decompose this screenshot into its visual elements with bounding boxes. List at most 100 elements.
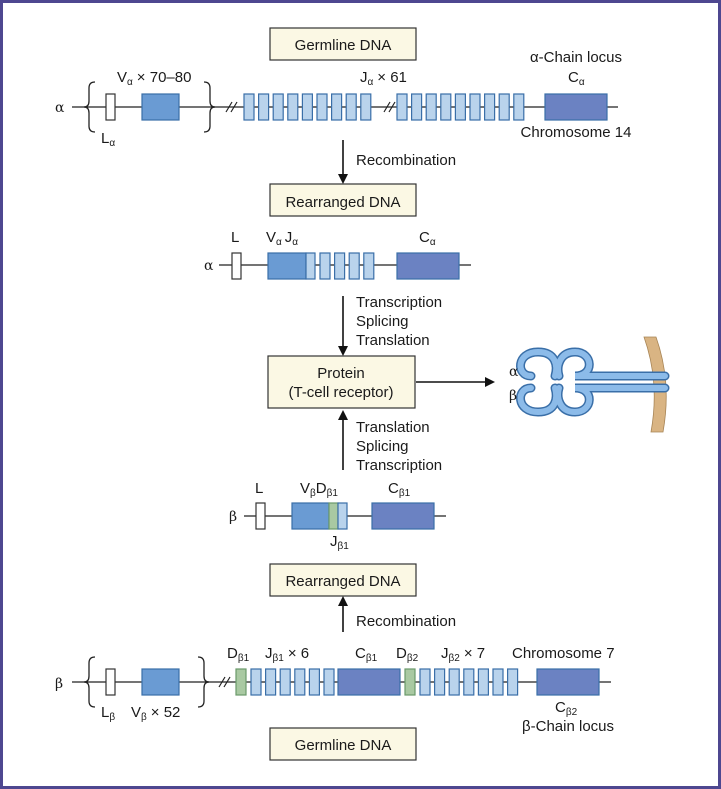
beta-rearranged-l-label: L	[255, 480, 263, 497]
alpha-locus-label: α-Chain locus	[530, 49, 622, 66]
beta-expression-step-1: Translation	[356, 419, 430, 436]
beta-j1-segment	[323, 668, 335, 696]
beta-j2-segment	[448, 668, 460, 696]
beta-rearranged-c-label: Cβ1	[388, 480, 411, 499]
beta-d2-label: Dβ2	[396, 645, 419, 664]
alpha-rearranged-chain-symbol: α	[204, 258, 214, 274]
beta-j2-segment	[492, 668, 504, 696]
alpha-j-group-1	[243, 93, 372, 121]
alpha-j-segment	[272, 93, 284, 121]
alpha-j-segment	[513, 93, 525, 121]
alpha-l-label: Lα	[101, 130, 115, 149]
alpha-rearranged-j-joined	[305, 252, 316, 280]
beta-recombination-label: Recombination	[356, 613, 456, 630]
receptor-beta-label: β	[509, 388, 517, 404]
protein-label-line-2: (T-cell receptor)	[288, 384, 393, 401]
alpha-j-segment	[454, 93, 466, 121]
alpha-right-brace	[203, 81, 216, 133]
beta-rearranged-vd-label: VβDβ1	[300, 480, 338, 499]
alpha-j-segment	[498, 93, 510, 121]
alpha-rearranged-c-label: Cα	[419, 229, 436, 248]
alpha-j-segment	[287, 93, 299, 121]
beta-rearranged-section: β L VβDβ1 Jβ1 Cβ1 Rearranged DNA	[229, 480, 446, 597]
beta-c2-label: Cβ2	[555, 699, 578, 718]
beta-germline-label-box	[269, 727, 417, 761]
alpha-expression-step-3: Translation	[356, 332, 430, 349]
alpha-j-group-2	[396, 93, 525, 121]
beta-chain-symbol: β	[55, 676, 63, 692]
beta-rearranged-j-segment	[337, 502, 348, 530]
alpha-rearranged-l-label: L	[231, 229, 239, 246]
alpha-rearranged-j-group	[319, 252, 375, 280]
beta-v-segment	[141, 668, 180, 696]
alpha-j-segment	[360, 93, 372, 121]
alpha-rearranged-label: Rearranged DNA	[285, 194, 400, 211]
beta-chromosome-label: Chromosome 7	[512, 645, 615, 662]
beta-rearranged-label-box	[269, 563, 417, 597]
alpha-j-segment	[425, 93, 437, 121]
alpha-j-segment	[440, 93, 452, 121]
beta-j2-group	[419, 668, 519, 696]
beta-l-label: Lβ	[101, 704, 115, 723]
alpha-j-segment	[345, 93, 357, 121]
beta-j1-segment	[279, 668, 291, 696]
beta-d2-segment	[404, 668, 416, 696]
alpha-j-segment	[258, 93, 270, 121]
beta-leader-segment	[105, 668, 116, 696]
protein-box	[267, 355, 416, 409]
beta-rearranged-v-segment	[291, 502, 330, 530]
alpha-rearranged-leader	[231, 252, 242, 280]
beta-left-brace	[83, 656, 96, 708]
alpha-break-2	[383, 101, 396, 113]
beta-j2-segment	[419, 668, 431, 696]
beta-break	[218, 676, 231, 688]
alpha-j-segment	[243, 93, 255, 121]
alpha-v-label: Vα× 70–80	[117, 69, 191, 88]
beta-right-brace	[197, 656, 210, 708]
alpha-c-label: Cα	[568, 69, 585, 88]
t-cell-receptor-icon	[516, 347, 670, 417]
alpha-j-label: Jα× 61	[360, 69, 407, 88]
alpha-j-segment	[469, 93, 481, 121]
alpha-chromosome-label: Chromosome 14	[521, 124, 632, 141]
beta-j2-segment	[477, 668, 489, 696]
alpha-rearranged-j-segment	[348, 252, 360, 280]
alpha-rearranged-j-segment	[334, 252, 346, 280]
beta-j2-segment	[463, 668, 475, 696]
beta-germline-section: β Lβ Vβ× 52 Dβ1 Jβ1× 6 Cβ1 Dβ2 Jβ2× 7 Ch…	[55, 645, 615, 761]
protein-section: Protein (T-cell receptor) α β	[267, 336, 670, 433]
alpha-j-segment	[484, 93, 496, 121]
alpha-j-segment	[331, 93, 343, 121]
alpha-j-segment	[301, 93, 313, 121]
beta-j2-segment	[507, 668, 519, 696]
alpha-left-brace	[83, 81, 96, 133]
beta-expression-step-3: Transcription	[356, 457, 442, 474]
beta-j1-group	[250, 668, 335, 696]
beta-rearranged-leader	[255, 502, 266, 530]
beta-j1-segment	[265, 668, 277, 696]
beta-germline-label: Germline DNA	[295, 737, 392, 754]
alpha-rearranged-label-box	[269, 183, 417, 217]
beta-d1-segment	[235, 668, 247, 696]
beta-rearranged-c-segment	[371, 502, 435, 530]
beta-d1-label: Dβ1	[227, 645, 250, 664]
protein-label-line-1: Protein	[317, 365, 365, 382]
beta-j1-segment	[308, 668, 320, 696]
alpha-germline-section: Germline DNA α Vα× 70–80 Lα Jα× 61 α-Cha…	[55, 27, 632, 149]
alpha-break-1	[225, 101, 238, 113]
beta-rearranged-d-segment	[328, 502, 339, 530]
alpha-leader-segment	[105, 93, 116, 121]
beta-locus-label: β-Chain locus	[522, 718, 614, 735]
alpha-germline-label-box	[269, 27, 417, 61]
beta-j1-segment	[294, 668, 306, 696]
alpha-expression-step-1: Transcription	[356, 294, 442, 311]
alpha-rearranged-vj-segment	[267, 252, 307, 280]
alpha-recombination-label: Recombination	[356, 152, 456, 169]
beta-expression-step-2: Splicing	[356, 438, 409, 455]
alpha-j-segment	[411, 93, 423, 121]
beta-j2-label: Jβ2× 7	[441, 645, 485, 664]
alpha-c-segment	[544, 93, 608, 121]
